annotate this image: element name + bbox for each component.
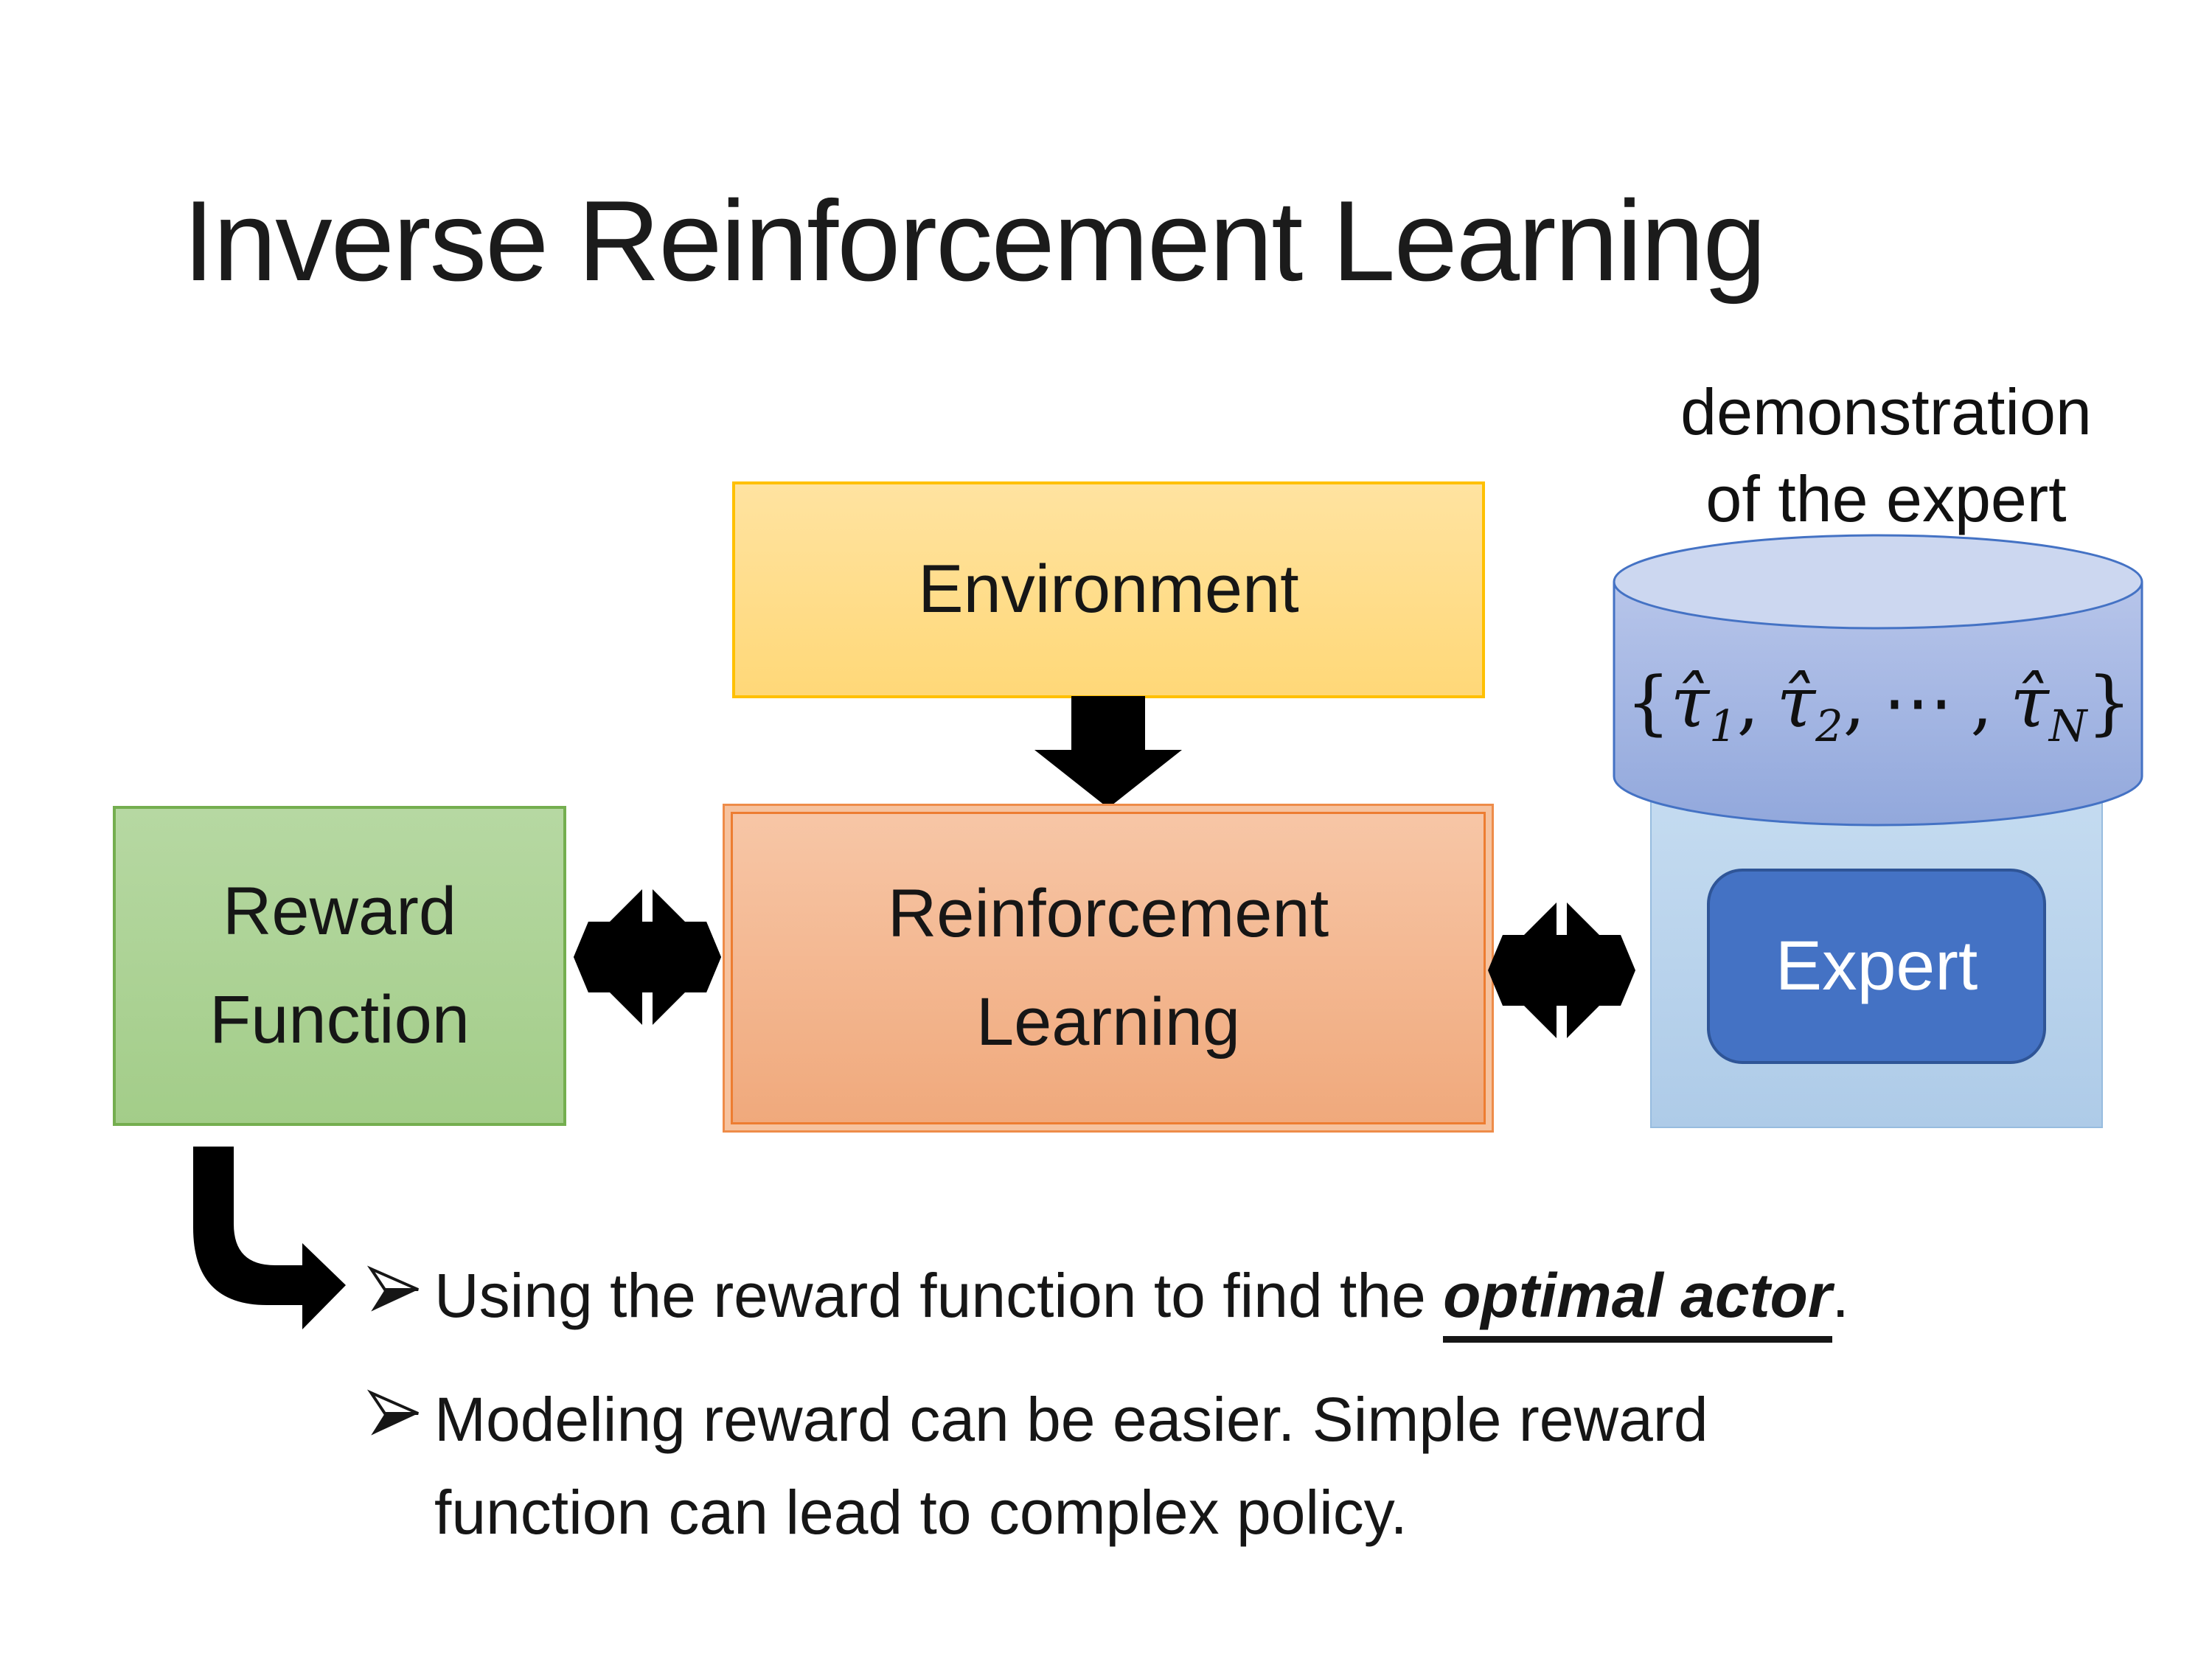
bullet-arrow-icon [366, 1265, 419, 1312]
expert-label: Expert [1775, 927, 1978, 1005]
optimal-actor-emphasis: optimal actor [1443, 1261, 1832, 1343]
reinforcement-learning-box: Reinforcement Learning [731, 812, 1486, 1124]
down-arrow-icon [1034, 696, 1182, 808]
environment-box: Environment [732, 481, 1485, 698]
bullet-1-text: Using the reward function to find the op… [434, 1249, 1849, 1343]
bent-arrow-icon [193, 1147, 346, 1329]
double-arrow-icon [574, 883, 721, 1031]
database-cylinder-icon [1613, 534, 2143, 827]
bullet-item-2: Modeling reward can be easier. Simple re… [366, 1373, 1915, 1559]
reinforcement-learning-label-line1: Reinforcement [887, 875, 1329, 951]
demonstration-caption-line2: of the expert [1705, 462, 2067, 535]
reward-function-label-line2: Function [209, 982, 470, 1057]
bullet-item-1: Using the reward function to find the op… [366, 1249, 2136, 1343]
demonstration-caption-line1: demonstration [1680, 375, 2092, 448]
reinforcement-learning-label-line2: Learning [975, 984, 1241, 1060]
demonstration-caption: demonstration of the expert [1591, 369, 2181, 543]
trajectory-set-formula: {τ̂1,τ̂2,⋯,τ̂N} [1626, 662, 2132, 751]
reward-function-box: Reward Function [113, 806, 566, 1126]
reward-function-label-line1: Reward [222, 873, 456, 949]
bullet-2-text: Modeling reward can be easier. Simple re… [434, 1385, 1708, 1547]
page-title: Inverse Reinforcement Learning [183, 177, 1767, 305]
bullet-arrow-icon [366, 1389, 419, 1436]
double-arrow-icon [1488, 897, 1635, 1044]
expert-box: Expert [1707, 869, 2046, 1064]
environment-label: Environment [918, 552, 1299, 627]
